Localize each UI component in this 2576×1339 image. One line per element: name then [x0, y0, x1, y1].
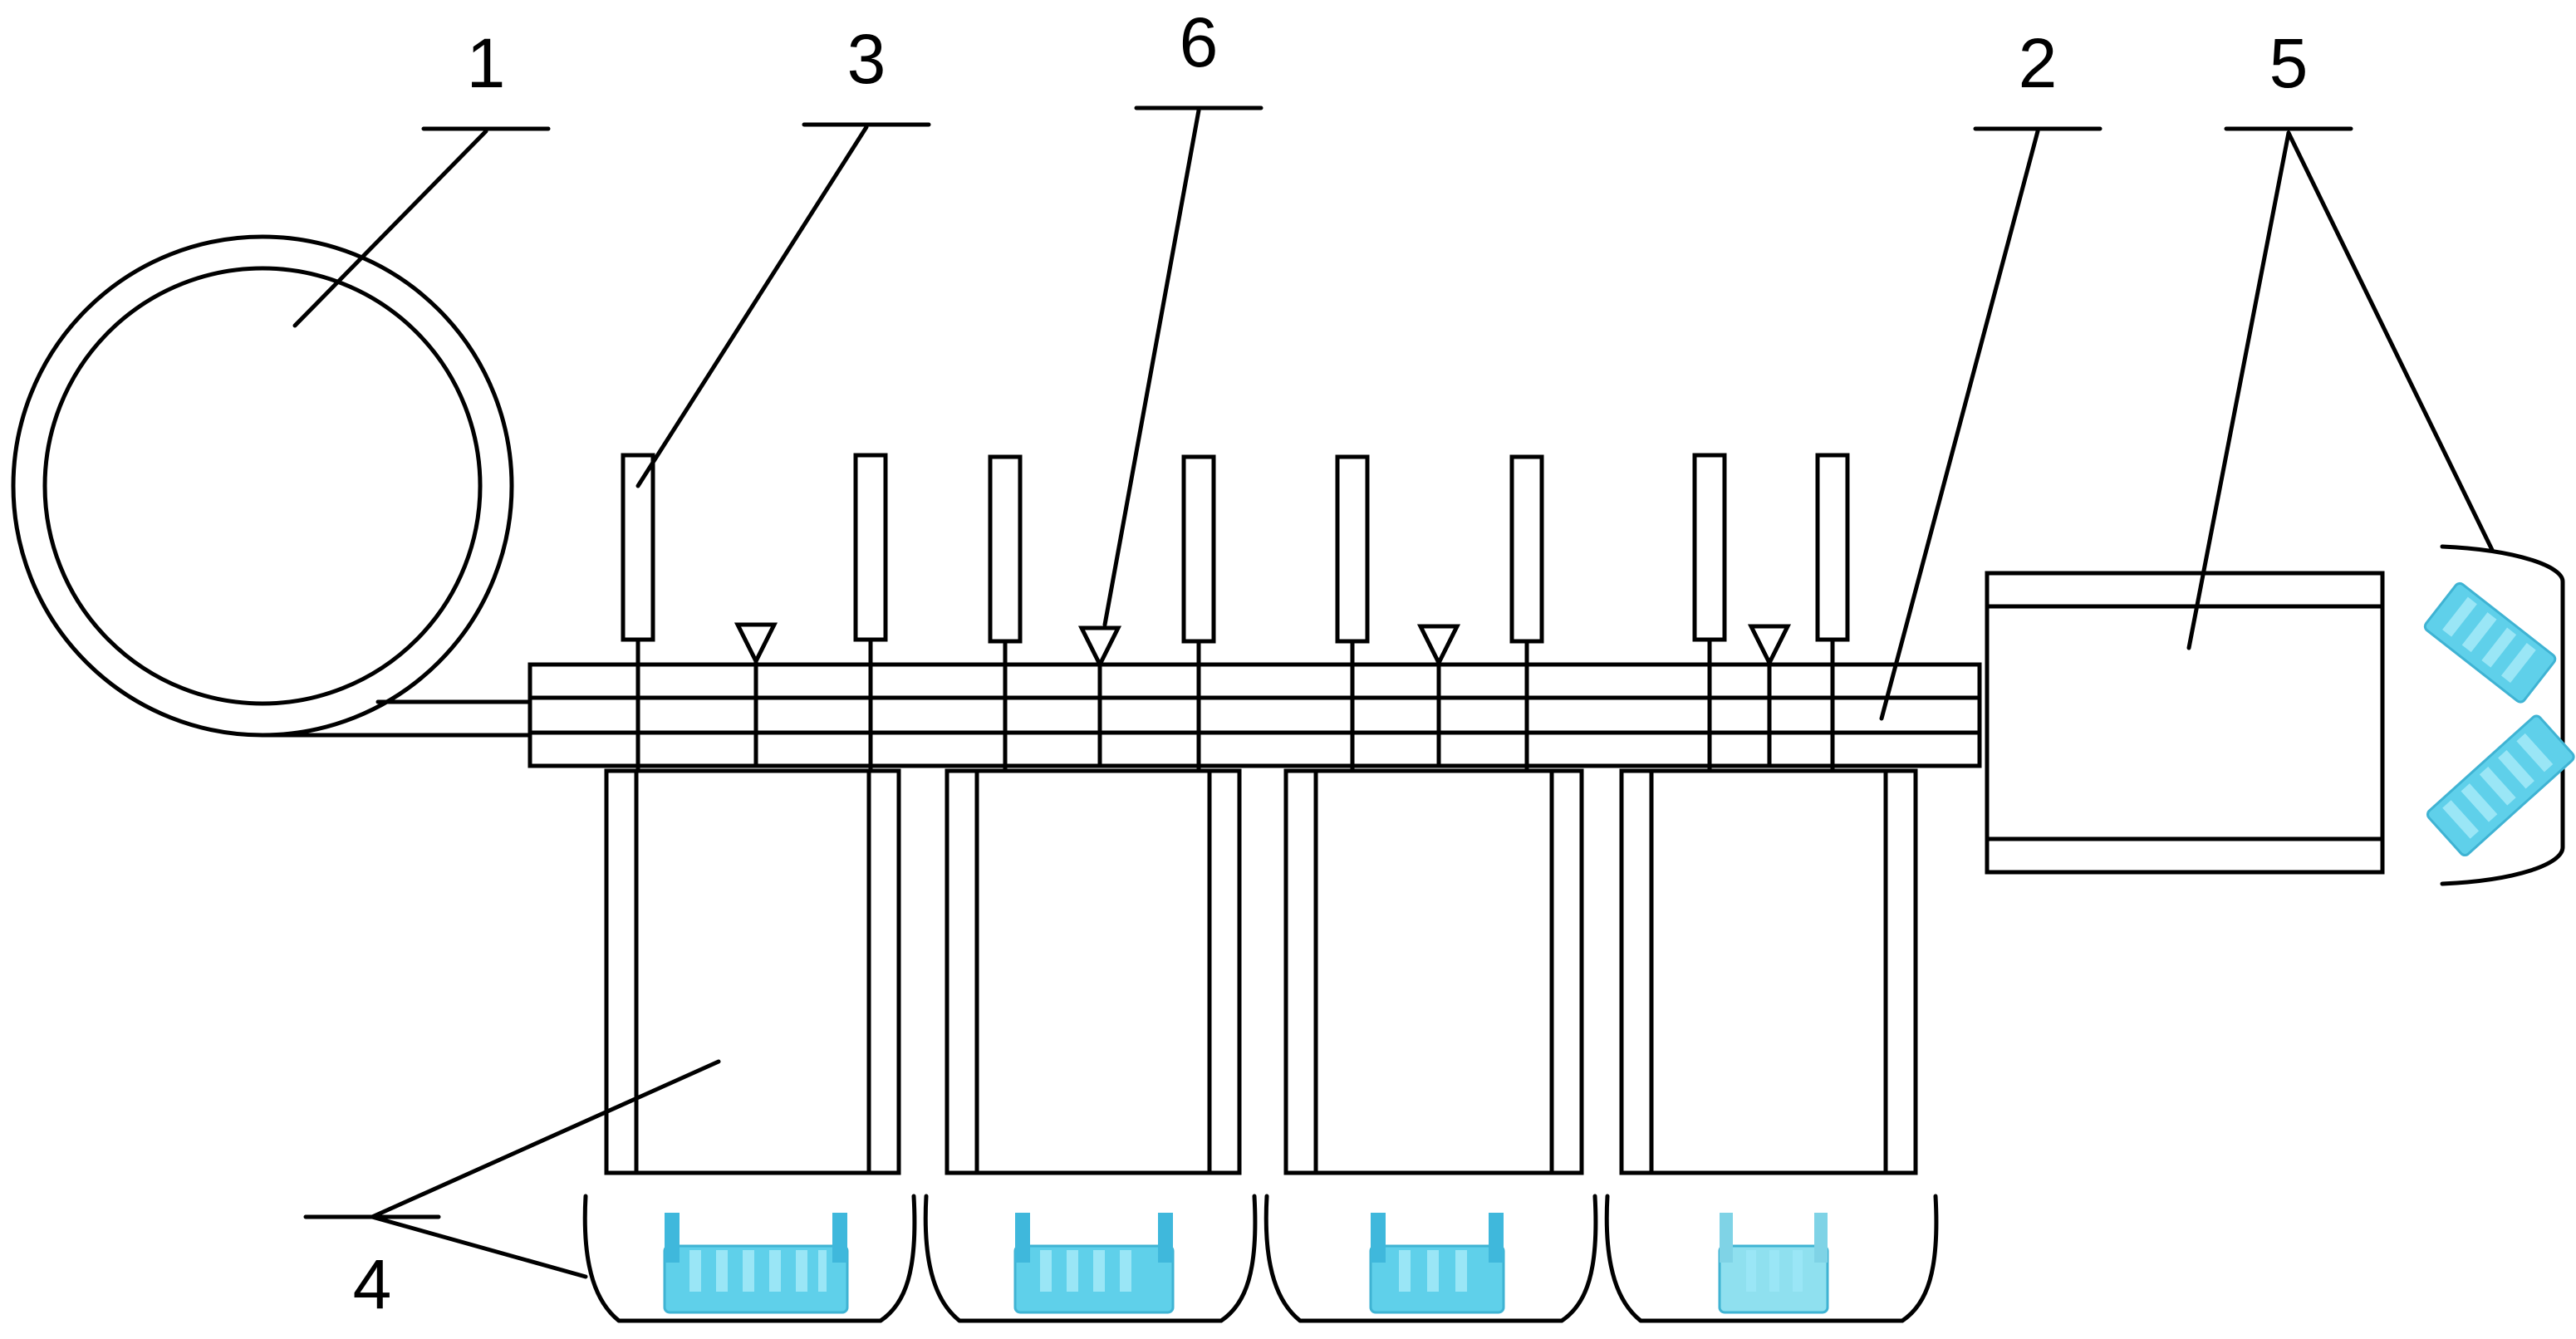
label-4: 4 — [353, 1245, 392, 1323]
label-6: 6 — [1180, 3, 1219, 81]
label-3: 3 — [847, 20, 886, 98]
sensors-6 — [734, 622, 1792, 768]
sorted-part-bin-1 — [663, 1213, 849, 1314]
reel-component-1 — [11, 234, 534, 738]
callout-2: 2 — [1879, 24, 2103, 721]
label-2: 2 — [2019, 24, 2058, 102]
callout-5: 5 — [2186, 24, 2495, 650]
label-5: 5 — [2269, 24, 2309, 102]
callout-4: 4 — [303, 1059, 721, 1323]
sorted-part-bin-2 — [1013, 1213, 1175, 1314]
callout-1: 1 — [292, 24, 551, 328]
reject-parts — [2423, 581, 2575, 857]
end-station-5 — [1985, 544, 2565, 886]
sorting-chutes-4 — [604, 768, 1918, 1175]
collection-bins — [582, 1194, 1939, 1323]
sorted-part-bin-4 — [1718, 1213, 1829, 1314]
label-1: 1 — [467, 24, 506, 102]
callout-3: 3 — [635, 20, 931, 488]
sorted-part-bin-3 — [1369, 1213, 1505, 1314]
conveyor-rail-2 — [527, 662, 1982, 768]
callout-6: 6 — [1102, 3, 1263, 627]
